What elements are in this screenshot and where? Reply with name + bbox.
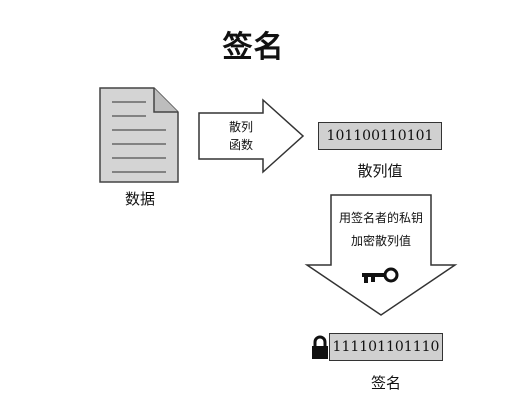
signature-box: 111101101110 <box>329 333 443 361</box>
hash-function-label-line1: 散列 <box>228 120 253 134</box>
hash-value-box: 101100110101 <box>318 122 442 150</box>
encrypt-label-line1: 用签名者的私钥 <box>338 211 423 225</box>
document-icon <box>99 87 179 183</box>
document-label: 数据 <box>124 190 155 208</box>
signature-label: 签名 <box>370 374 401 392</box>
encrypt-label-line2: 加密散列值 <box>350 234 411 248</box>
lock-icon <box>312 335 328 359</box>
diagram-title: 签名 <box>222 30 285 65</box>
encrypt-arrow <box>304 194 458 316</box>
hash-function-label-line2: 函数 <box>228 138 253 152</box>
key-icon <box>362 267 399 283</box>
hash-function-arrow <box>198 98 305 174</box>
hash-value-label: 散列值 <box>357 162 403 180</box>
